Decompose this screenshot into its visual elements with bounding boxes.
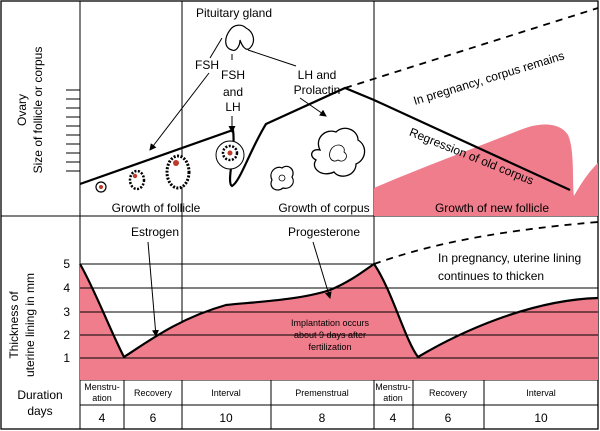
ovary-axis-label-2: Size of follicle or corpus [31,47,45,174]
lining-pregnancy-note-1: In pregnancy, uterine lining [438,251,581,265]
ovary-axis-label-1: Ovary [15,94,29,126]
corpus-pregnancy-dashed [344,7,599,89]
ovulating-follicle-icon [215,140,245,170]
uterus-axis-label: Thickness of uterine lining in mm [7,273,37,377]
corpus-small-icon [270,165,294,191]
phase-5-days: 4 [390,411,397,425]
uterus-grid-lines [80,263,598,359]
phase-7-name: Interval [526,388,556,398]
uterus-panel: 5 4 3 2 1 Estrogen Progesterone Implanta… [7,221,599,380]
phase-1-name-1: Menstru- [84,382,120,392]
lh-prolactin-arrow [299,97,327,117]
growth-corpus-label: Growth of corpus [278,201,369,215]
phase-5-name-1: Menstru- [375,382,411,392]
phase-row: Duration days Menstru- ation Recovery In… [17,382,555,425]
fsh-arrow [149,72,210,151]
duration-label-1: Duration [17,388,62,402]
implantation-note-3: fertilization [308,342,351,352]
corpus-large-icon [311,127,366,177]
uterus-axis-label-1: Thickness of [7,291,21,359]
fsh-lh-label-3: LH [225,100,240,114]
follicle-medium-icon [128,169,146,191]
ovary-panel: Pituitary gland FSH FSH and LH LH and Pr… [15,6,599,216]
uterine-lining-curve [79,262,599,359]
phase-1-days: 4 [99,411,106,425]
phase-4-days: 8 [319,411,326,425]
fsh-lh-label-1: FSH [221,68,245,82]
ovary-axis-ticks [66,89,80,172]
uterus-axis-ticks: 5 4 3 2 1 [63,257,70,365]
lh-prolactin-label-2: Prolactin [294,83,341,97]
estrogen-label: Estrogen [131,225,179,239]
tick-3: 3 [63,305,70,319]
growth-follicle-label: Growth of follicle [112,201,201,215]
implantation-note-2: about 9 days after [294,330,366,340]
phase-3-days: 10 [219,411,233,425]
progesterone-arrow [312,241,332,299]
tick-2: 2 [63,328,70,342]
corpus-pregnancy-note: In pregnancy, corpus remains [412,48,566,107]
tick-1: 1 [63,351,70,365]
phase-2-name: Recovery [134,388,173,398]
progesterone-label: Progesterone [288,225,360,239]
duration-label-2: days [27,404,52,418]
fsh-label: FSH [195,58,219,72]
fsh-lh-label-2: and [223,85,243,99]
new-follicle-fill [374,124,598,216]
phase-6-days: 6 [445,411,452,425]
lining-pregnancy-note-2: continues to thicken [438,269,544,283]
follicle-large-icon [165,154,191,190]
phase-1-name-2: ation [92,393,112,403]
phase-4-name: Premenstrual [295,388,349,398]
lining-pregnancy-dashed [373,221,599,265]
phase-7-days: 10 [534,411,548,425]
phase-3-name: Interval [211,388,241,398]
phase-6-name: Recovery [429,388,468,398]
ovary-axis-label: Ovary Size of follicle or corpus [15,47,45,174]
uterus-axis-label-2: uterine lining in mm [23,273,37,377]
estrogen-arrow [147,241,159,337]
uterine-lining-fill [80,264,598,380]
tick-4: 4 [63,281,70,295]
lh-prolactin-label-1: LH and [298,68,337,82]
lining-pregnancy-note: In pregnancy, uterine lining continues t… [438,251,581,283]
pituitary-gland-icon [225,24,255,51]
implantation-note: Implantation occurs about 9 days after f… [291,318,370,352]
growth-new-follicle-label: Growth of new follicle [435,201,549,215]
tick-5: 5 [63,257,70,271]
phase-2-days: 6 [150,411,157,425]
pituitary-title: Pituitary gland [196,6,272,20]
phase-5-name-2: ation [383,393,403,403]
implantation-note-1: Implantation occurs [291,318,370,328]
follicle-small-icon [95,181,107,193]
